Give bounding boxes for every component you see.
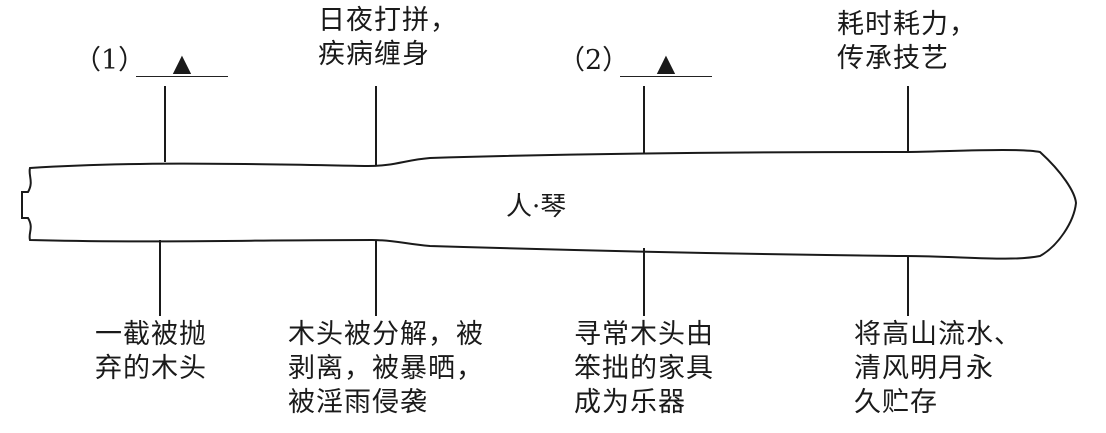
label-line: 笨拙的家具: [574, 353, 714, 384]
label-line: 一截被抛: [95, 319, 207, 350]
top-label-2: 日夜打拼， 疾病缠身: [318, 4, 458, 72]
bottom-label-2: 木头被分解，被 剥离，被暴晒， 被淫雨侵袭: [288, 318, 484, 420]
label-line: 将高山流水、: [854, 319, 1022, 350]
label-line: 被淫雨侵袭: [288, 387, 428, 418]
label-line: 耗时耗力，: [837, 9, 977, 40]
label-line: 清风明月永: [854, 353, 994, 384]
blank-marker: ▲: [136, 46, 228, 77]
blank-marker: ▲: [620, 46, 712, 77]
blank-number: （1）: [74, 45, 146, 76]
label-line: 寻常木头由: [574, 319, 714, 350]
center-label: 人·琴: [506, 192, 567, 222]
label-line: 传承技艺: [837, 43, 949, 74]
blank-number: （2）: [558, 45, 630, 76]
label-line: 弃的木头: [95, 353, 207, 384]
bottom-label-1: 一截被抛 弃的木头: [95, 318, 207, 386]
blank-2: （2） ▲: [558, 44, 712, 78]
label-line: 成为乐器: [574, 387, 686, 418]
label-line: 日夜打拼，: [318, 5, 458, 36]
label-line: 木头被分解，被: [288, 319, 484, 350]
label-line: 剥离，被暴晒，: [288, 353, 484, 384]
bottom-label-4: 将高山流水、 清风明月永 久贮存: [854, 318, 1022, 420]
label-line: 疾病缠身: [318, 39, 430, 70]
qin-body-shape: [21, 148, 1078, 260]
top-label-4: 耗时耗力， 传承技艺: [837, 8, 977, 76]
bottom-label-3: 寻常木头由 笨拙的家具 成为乐器: [574, 318, 714, 420]
label-line: 久贮存: [854, 387, 938, 418]
blank-1: （1） ▲: [74, 44, 228, 78]
